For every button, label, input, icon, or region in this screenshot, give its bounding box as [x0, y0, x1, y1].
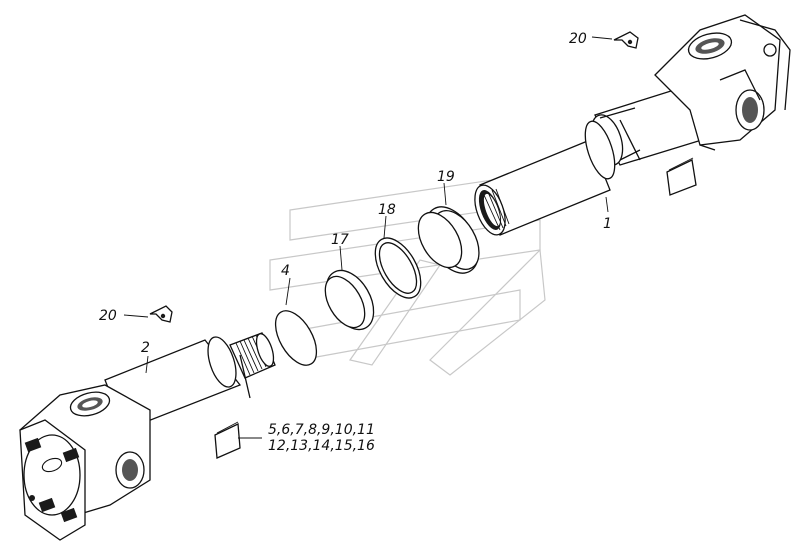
label-part-2: 2: [141, 340, 150, 356]
leader-lines: [123, 36, 613, 439]
shaft-tube-right: [474, 84, 719, 236]
gasket-plate-right: [666, 157, 697, 196]
label-part-17: 17: [331, 232, 349, 248]
label-part-20-left: 20: [99, 308, 117, 324]
label-part-18: 18: [378, 202, 396, 218]
gasket-plate-left: [214, 421, 241, 459]
clip-part-20-top: [613, 31, 639, 49]
ring-19: [417, 206, 480, 274]
label-kit-line-2: 12,13,14,15,16: [268, 438, 375, 454]
label-part-19: 19: [437, 169, 455, 185]
ring-17: [324, 269, 375, 331]
ring-18: [374, 237, 422, 299]
label-part-4: 4: [281, 263, 290, 279]
clip-part-20-left: [149, 305, 173, 323]
label-part-20-top: 20: [569, 31, 587, 47]
ring-4: [274, 310, 318, 366]
label-part-1: 1: [603, 216, 612, 232]
yoke-right: [654, 14, 791, 151]
yoke-left: [19, 384, 151, 541]
label-kit-line-1: 5,6,7,8,9,10,11: [268, 422, 375, 438]
